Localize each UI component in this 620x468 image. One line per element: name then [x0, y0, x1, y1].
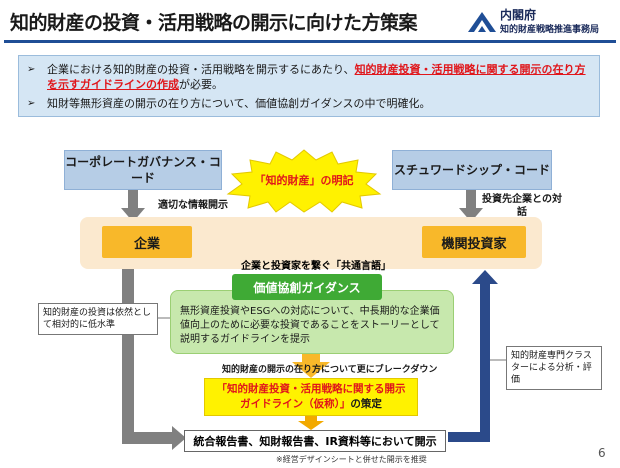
guideline-line-1: 「知的財産投資・活用戦略に関する開示: [216, 383, 406, 395]
cabinet-office-logo-icon: [468, 12, 496, 32]
institutional-investor-box: 機関投資家: [422, 226, 526, 258]
down-arrow-right: [459, 190, 483, 222]
guidance-title: 価値協創ガイダンス: [232, 274, 382, 300]
integrated-report-box: 統合報告書、知財報告書、IR資料等において開示: [184, 430, 446, 452]
summary-bullet: ➢ 知財等無形資産の開示の在り方について、価値協創ガイダンスの中で明確化。: [27, 96, 593, 111]
ip-mention-label: 「知的財産」の明記: [254, 174, 354, 187]
chevron-right-icon: ➢: [27, 98, 36, 109]
guideline-to-report-arrow: [298, 416, 324, 430]
footnote: ※経営デザインシートと併せた開示を推奨: [276, 455, 427, 464]
bullet-text: 企業における知的財産の投資・活用戦略を開示するにあたり、: [47, 63, 355, 76]
bullet-highlight: 知的財産投資・活用戦略に関する開示の在り方を示すガイドラインの作成: [47, 63, 586, 91]
bullet-text-end: が必要。: [179, 78, 223, 91]
chevron-right-icon: ➢: [27, 64, 36, 75]
ip-mention-burst: [226, 149, 382, 213]
org-name: 内閣府: [500, 8, 537, 22]
down-arrow-left: [121, 190, 145, 222]
bullet-text: 知財等無形資産の開示の在り方について、価値協創ガイダンスの中で明確化。: [47, 97, 431, 110]
summary-bullet: ➢ 企業における知的財産の投資・活用戦略を開示するにあたり、知的財産投資・活用戦…: [27, 62, 593, 92]
summary-box: ➢ 企業における知的財産の投資・活用戦略を開示するにあたり、知的財産投資・活用戦…: [18, 55, 600, 117]
left-disclosure-path: [122, 258, 186, 450]
right-analysis-path: [448, 270, 498, 442]
disclosure-flow-label: 適切な情報開示: [158, 200, 228, 211]
guideline-line-2-suffix: の策定: [350, 398, 382, 410]
stewardship-code-box: スチュワードシップ・コード: [392, 150, 552, 190]
guidance-description: 無形資産投資やESGへの対応について、中長期的な企業価値向上のために必要な投資で…: [180, 306, 440, 345]
page-number: 6: [598, 446, 606, 460]
corporate-governance-code-box: コーポレートガバナンス・コード: [64, 150, 222, 190]
ip-cluster-note: 知的財産専門クラスターによる分析・評価: [506, 346, 602, 390]
dialogue-flow-label: 投資先企業との対話: [482, 194, 562, 218]
common-language-label: 企業と投資家を繋ぐ「共通言語」: [241, 261, 391, 272]
breakdown-arrow: [292, 354, 330, 378]
value-creation-guidance-box: [170, 290, 454, 354]
disclosure-guideline-box: 「知的財産投資・活用戦略に関する開示 ガイドライン（仮称）」の策定: [204, 378, 418, 416]
company-box: 企業: [102, 226, 192, 258]
ip-investment-note: 知的財産の投資は依然として相対的に低水準: [38, 303, 158, 335]
org-department: 知的財産戦略推進事務局: [500, 25, 600, 35]
header-divider: [4, 40, 616, 43]
page-title: 知的財産の投資・活用戦略の開示に向けた方策案: [10, 12, 418, 34]
guideline-line-2: ガイドライン（仮称）」: [240, 398, 351, 410]
breakdown-label: 知的財産の開示の在り方について更にブレークダウン: [222, 365, 438, 375]
